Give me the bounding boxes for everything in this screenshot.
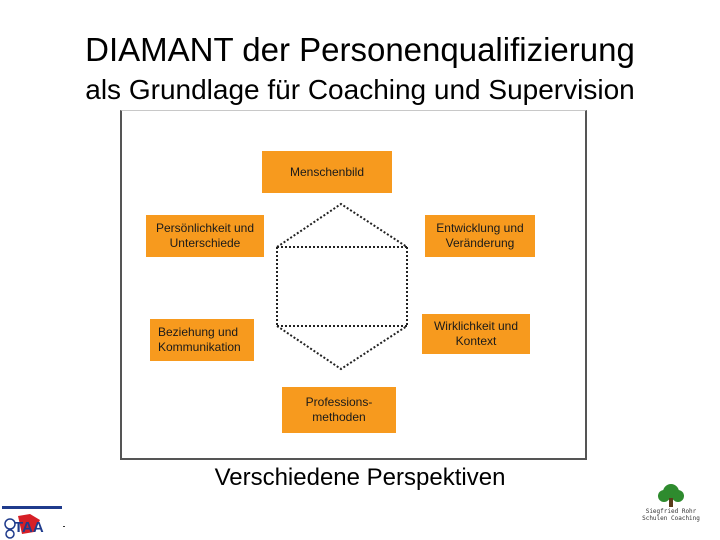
taa-logo: TAA	[2, 506, 65, 539]
node-entwicklung-label: Entwicklung und Veränderung	[436, 221, 524, 250]
diamond-outline	[276, 202, 408, 371]
node-professionsmethoden: Professions- methoden	[282, 387, 396, 433]
slide-subtitle: als Grundlage für Coaching und Supervisi…	[85, 74, 635, 105]
tree-logo-text: Siegfried Rohr Schulen Coaching	[642, 508, 700, 522]
node-wirklichkeit: Wirklichkeit und Kontext	[422, 314, 530, 354]
node-wirklichkeit-label: Wirklichkeit und Kontext	[433, 319, 519, 348]
node-beziehung-label: Beziehung und Kommunikation	[158, 325, 241, 354]
node-menschenbild-label: Menschenbild	[289, 164, 365, 179]
node-beziehung: Beziehung und Kommunikation	[150, 319, 254, 361]
svg-text:TAA: TAA	[14, 519, 44, 536]
diagram-frame: Menschenbild Persönlichkeit und Untersch…	[120, 110, 587, 460]
diamond-upper-edge	[276, 202, 408, 248]
node-professionsmethoden-label: Professions- methoden	[305, 395, 373, 424]
slide-title: DIAMANT der Personenqualifizierung	[85, 31, 635, 68]
node-menschenbild: Menschenbild	[262, 151, 392, 193]
tree-logo-icon	[658, 484, 684, 507]
node-persoenlichkeit-label: Persönlichkeit und Unterschiede	[155, 221, 255, 250]
slide-caption: Verschiedene Perspektiven	[214, 464, 506, 491]
node-entwicklung: Entwicklung und Veränderung	[425, 215, 535, 257]
diamond-lower-edge	[276, 325, 408, 371]
node-persoenlichkeit: Persönlichkeit und Unterschiede	[146, 215, 264, 257]
